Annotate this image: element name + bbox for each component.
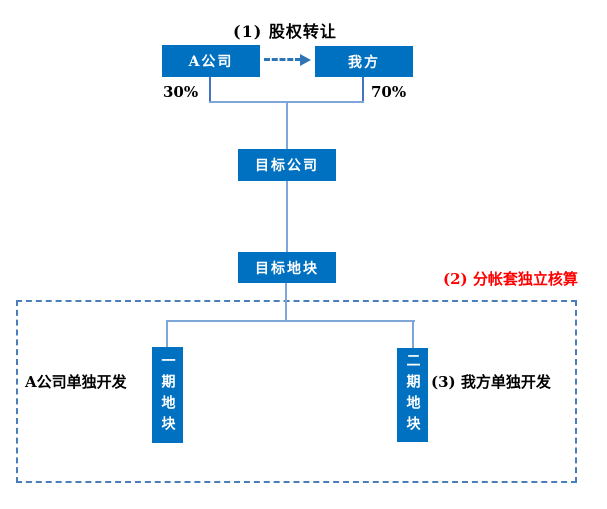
connector-to-target-land bbox=[286, 181, 288, 252]
connector-our-side-down bbox=[362, 77, 364, 103]
separate-accounting-region bbox=[16, 300, 577, 483]
right-share-label: 70% bbox=[371, 83, 407, 101]
phase2-land-box: 二期地块 bbox=[397, 348, 428, 442]
left-share-label: 30% bbox=[163, 83, 199, 101]
connector-target-land-down bbox=[285, 283, 287, 322]
connector-branch-horizontal bbox=[166, 320, 415, 322]
target-land-box: 目标地块 bbox=[238, 252, 336, 283]
phase1-land-box: 一期地块 bbox=[152, 347, 183, 443]
phase1-land-label: 一期地块 bbox=[159, 353, 176, 437]
step3-our-side-develop-note: (3) 我方单独开发 bbox=[431, 373, 551, 391]
target-company-box: 目标公司 bbox=[238, 149, 336, 181]
transfer-arrow-icon bbox=[300, 54, 311, 66]
phase2-land-label: 二期地块 bbox=[404, 353, 421, 437]
connector-to-phase2 bbox=[412, 320, 414, 348]
step2-annotation: (2) 分帐套独立核算 bbox=[443, 270, 578, 288]
connector-to-phase1 bbox=[166, 320, 168, 347]
company-a-box: A公司 bbox=[162, 45, 260, 77]
connector-company-a-down bbox=[209, 77, 211, 103]
our-side-box: 我方 bbox=[315, 46, 413, 77]
transfer-dashed-line bbox=[264, 58, 301, 61]
step1-title: (1) 股权转让 bbox=[233, 22, 337, 41]
company-a-develop-note: A公司单独开发 bbox=[25, 373, 127, 391]
connector-to-target-company bbox=[286, 101, 288, 149]
